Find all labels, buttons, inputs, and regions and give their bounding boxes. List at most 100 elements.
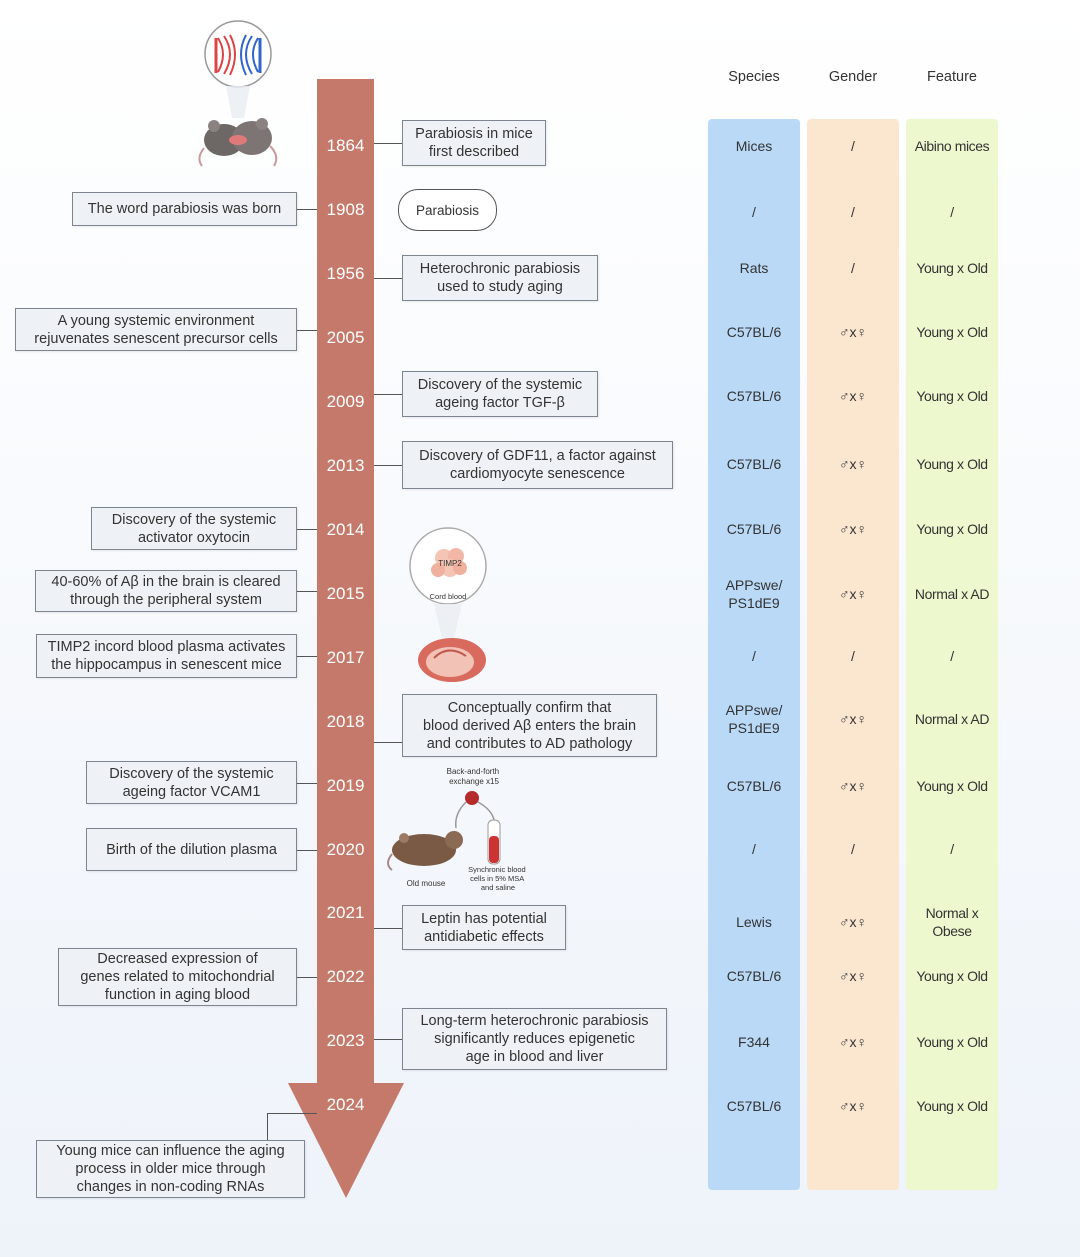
year-label: 2018 [326, 712, 365, 731]
year-label: 1956 [326, 264, 365, 283]
feature-cell: Young x Old [916, 456, 988, 472]
event-text: Long-term heterochronic parabiosis signi… [420, 1013, 649, 1065]
event-connector [297, 591, 317, 593]
event-box: A young systemic environment rejuvenates… [15, 308, 297, 351]
event-text: 40-60% of Aβ in the brain is cleared thr… [51, 574, 281, 608]
event-text: Conceptually confirm that blood derived … [422, 699, 637, 752]
species-cell: / [752, 648, 756, 664]
species-column [708, 119, 800, 1190]
feature-column [906, 119, 998, 1190]
feature-cell: Young x Old [916, 778, 988, 794]
feature-cell: Normal x AD [914, 711, 990, 727]
gender-cell: ♂x♀ [839, 968, 867, 984]
species-cell: C57BL/6 [726, 456, 782, 472]
species-cell: / [752, 841, 756, 857]
sync-blood-line-2: cells in 5% MSA [470, 874, 524, 883]
event-text: TIMP2 incord blood plasma activates the … [47, 639, 286, 673]
year-label: 2022 [326, 967, 365, 986]
event-box: 40-60% of Aβ in the brain is cleared thr… [35, 570, 297, 612]
feature-cell: / [950, 204, 954, 220]
gender-cell: ♂x♀ [839, 1034, 867, 1050]
year-label: 2023 [326, 1031, 365, 1050]
event-box: Heterochronic parabiosis used to study a… [402, 255, 598, 301]
gender-cell: ♂x♀ [839, 456, 867, 472]
event-connector [297, 782, 317, 784]
event-connector [297, 656, 317, 658]
feature-header: Feature [927, 69, 977, 85]
event-box: Young mice can influence the aging proce… [36, 1140, 305, 1198]
event-text: Discovery of the systemic ageing factor … [109, 765, 274, 800]
year-label: 2015 [326, 584, 365, 603]
species-cell: C57BL/6 [726, 388, 782, 404]
feature-cell: Young x Old [916, 1034, 988, 1050]
event-text: Birth of the dilution plasma [106, 841, 277, 858]
feature-cell: / [950, 841, 954, 857]
cord-blood-illustration: TIMP2 Cord blood [409, 527, 487, 682]
species-cell: Mices [735, 138, 773, 154]
dilution-plasma-illustration: Back-and-forth exchange x15 Old mouse Sy… [387, 767, 528, 892]
event-connector [297, 528, 317, 530]
gender-cell: ♂x♀ [839, 388, 867, 404]
event-box: Discovery of the systemic ageing factor … [86, 761, 297, 804]
event-box: Leptin has potential antidiabetic effect… [402, 905, 566, 950]
feature-cell: Normal x AD [914, 586, 990, 602]
event-text: A young systemic environment rejuvenates… [34, 312, 278, 347]
cord-blood-label: Cord blood [430, 592, 467, 601]
species-cell: C57BL/6 [726, 968, 782, 984]
timeline-arrowhead [288, 1083, 404, 1198]
feature-cell: Normal x Obese [925, 905, 979, 939]
event-box: Birth of the dilution plasma [86, 828, 297, 871]
event-connector [297, 977, 317, 979]
year-label: 2024 [326, 1095, 365, 1114]
gender-cell: / [851, 648, 855, 664]
sync-blood-line-1: Synchronic blood [468, 865, 526, 874]
event-box: The word parabiosis was born [72, 192, 297, 226]
timeline-bar [317, 79, 374, 1084]
timp2-label: TIMP2 [438, 559, 462, 568]
event-text: Discovery of GDF11, a factor against car… [419, 448, 656, 482]
gender-header: Gender [828, 69, 878, 85]
event-box: Discovery of the systemic ageing factor … [402, 371, 598, 417]
gender-cell: ♂x♀ [839, 586, 867, 602]
feature-cell: Young x Old [916, 968, 988, 984]
sync-blood-label: Synchronic blood cells in 5% MSA and sal… [468, 865, 528, 892]
old-mouse-label: Old mouse [407, 879, 446, 888]
event-box: Conceptually confirm that blood derived … [402, 694, 657, 757]
year-label: 2009 [326, 392, 365, 411]
feature-cell: Young x Old [916, 1098, 988, 1114]
year-label: 2017 [326, 648, 365, 667]
species-cell: C57BL/6 [726, 324, 782, 340]
gender-column [807, 119, 899, 1190]
species-cell: Rats [739, 260, 769, 276]
gender-cell: / [851, 138, 855, 154]
year-label: 2019 [326, 776, 365, 795]
parabiosis-pill: Parabiosis [398, 189, 497, 231]
event-box: Decreased expression of genes related to… [58, 948, 297, 1006]
pill-connector [297, 209, 317, 211]
gender-cell: / [851, 841, 855, 857]
event-connector [374, 927, 402, 929]
exchange-line-2: exchange x15 [449, 777, 499, 786]
feature-cell: / [950, 648, 954, 664]
species-cell: / [752, 204, 756, 220]
gender-cell: ♂x♀ [839, 711, 867, 727]
event-connector [267, 1113, 317, 1115]
species-cell: F344 [738, 1034, 770, 1050]
species-cell: C57BL/6 [726, 1098, 782, 1114]
parabiosis-mice-illustration [198, 20, 278, 167]
event-connector-vertical [267, 1113, 269, 1140]
year-label: 2014 [326, 520, 365, 539]
event-connector [374, 143, 402, 145]
exchange-label: Back-and-forth exchange x15 [447, 767, 502, 786]
event-connector [297, 329, 317, 331]
event-connector [374, 465, 402, 467]
year-label: 1908 [326, 200, 365, 219]
gender-cell: ♂x♀ [839, 778, 867, 794]
species-cell: APPswe/ PS1dE9 [725, 702, 783, 736]
event-text: The word parabiosis was born [87, 201, 282, 217]
species-cell: Lewis [736, 914, 772, 930]
event-connector [374, 278, 402, 280]
gender-cell: / [851, 260, 855, 276]
feature-cell: Young x Old [916, 388, 988, 404]
